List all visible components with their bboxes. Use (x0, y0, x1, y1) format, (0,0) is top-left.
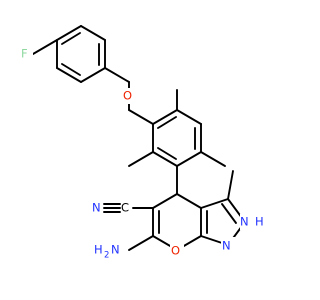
bond (152, 151, 178, 167)
bond (56, 25, 82, 41)
bond (61, 32, 81, 45)
nitrile-nitrogen-label: N (92, 201, 101, 215)
amine-hydrogen-label: H (94, 243, 103, 257)
pyrazole-nitrogen-1-label: N (222, 239, 231, 253)
label-background (221, 237, 235, 253)
bond (56, 67, 82, 83)
bond (128, 109, 154, 125)
pyrazole-nitrogen-2-label: N (240, 215, 249, 229)
bond (80, 67, 106, 83)
bond (157, 147, 177, 160)
bond (157, 116, 177, 129)
bond (32, 39, 58, 55)
label-background (170, 242, 184, 258)
bond (227, 170, 234, 200)
amine-subscript-label: 2 (104, 251, 109, 261)
label-background (122, 88, 136, 104)
molecule-structure: F O C N H 2 N O N N H (21, 25, 270, 261)
label-background (22, 46, 33, 62)
bonds (32, 25, 246, 251)
bond (176, 151, 202, 167)
nitrile-carbon-label: C (121, 201, 129, 215)
ether-oxygen-label: O (123, 89, 132, 103)
fluorine-label: F (21, 47, 28, 61)
bond (128, 151, 154, 167)
bond (104, 67, 130, 83)
amine-nitrogen-label: N (111, 243, 120, 257)
bond (200, 151, 226, 167)
bond (128, 235, 154, 251)
label-background (240, 214, 270, 230)
bond (152, 193, 178, 209)
bond (221, 203, 237, 224)
bond (61, 63, 81, 76)
bond (152, 109, 178, 125)
bond (200, 198, 229, 209)
atom-labels: F O C N H 2 N O N N H (21, 46, 270, 261)
pyrazole-nh-hydrogen-label: H (255, 215, 264, 229)
bond (80, 25, 106, 41)
ring-oxygen-label: O (171, 244, 180, 258)
bond (176, 193, 202, 209)
bond (176, 109, 202, 125)
